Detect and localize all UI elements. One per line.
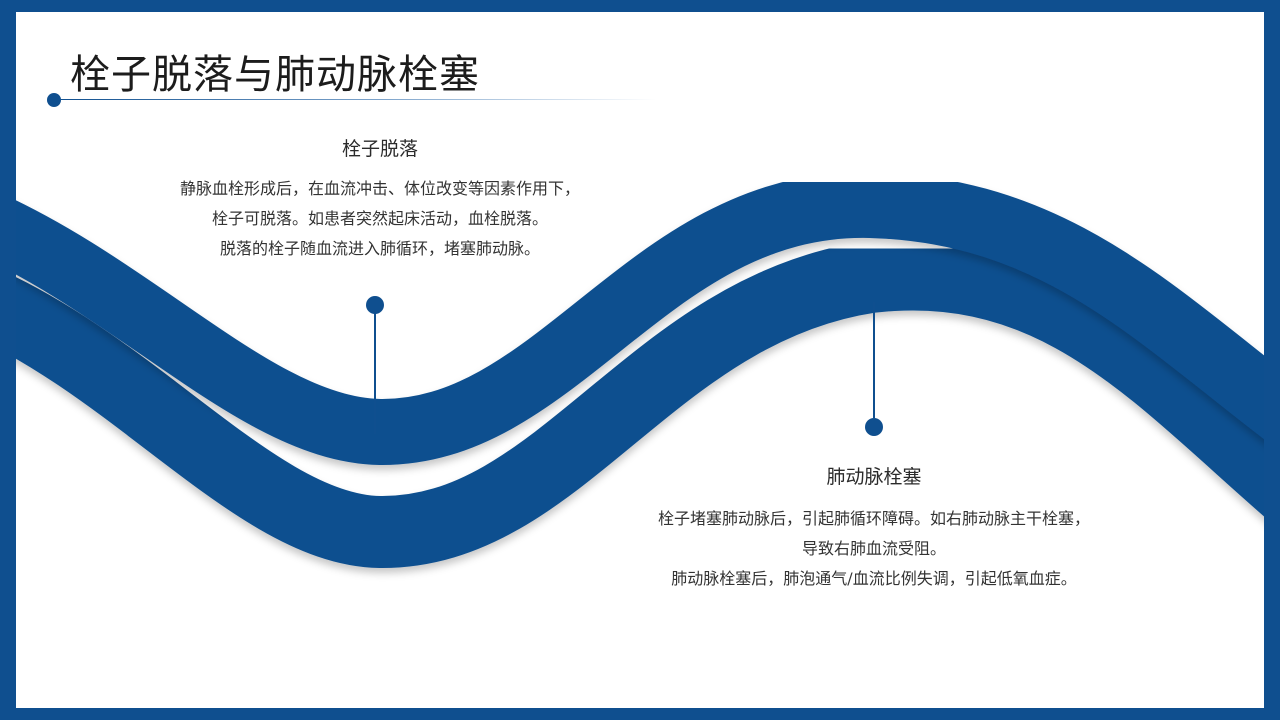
wave-ribbon (16, 171, 1264, 569)
body-line: 导致右肺血流受阻。 (801, 539, 946, 558)
title-dot (47, 93, 61, 107)
section-body-pulmonary-embolism: 栓子堵塞肺动脉后，引起肺循环障碍。如右肺动脉主干栓塞， 导致右肺血流受阻。 肺动… (604, 504, 1144, 594)
marker-dot (366, 296, 384, 314)
body-line: 栓子堵塞肺动脉后，引起肺循环障碍。如右肺动脉主干栓塞， (657, 509, 1090, 528)
wave-band-lower (16, 238, 1264, 569)
body-line: 栓子可脱落。如患者突然起床活动，血栓脱落。 (211, 209, 548, 228)
marker-stem (873, 302, 875, 418)
title-underline (56, 99, 656, 100)
body-line: 脱落的栓子随血流进入肺循环，堵塞肺动脉。 (219, 239, 540, 258)
marker-dot (865, 418, 883, 436)
wave-band-upper (16, 171, 1264, 466)
body-line: 静脉血栓形成后，在血流冲击、体位改变等因素作用下， (179, 179, 580, 198)
slide-frame: 栓子脱落与肺动脉栓塞 栓子脱落 静脉血栓形成后，在血流冲击、体位改变等因素作用下… (16, 12, 1264, 708)
marker-stem (374, 312, 376, 434)
page-title: 栓子脱落与肺动脉栓塞 (70, 52, 480, 98)
body-line: 肺动脉栓塞后，肺泡通气/血流比例失调，引起低氧血症。 (671, 569, 1077, 588)
section-heading-embolus-detachment: 栓子脱落 (341, 138, 418, 160)
section-body-embolus-detachment: 静脉血栓形成后，在血流冲击、体位改变等因素作用下， 栓子可脱落。如患者突然起床活… (130, 174, 630, 264)
section-heading-pulmonary-embolism: 肺动脉栓塞 (826, 466, 922, 488)
